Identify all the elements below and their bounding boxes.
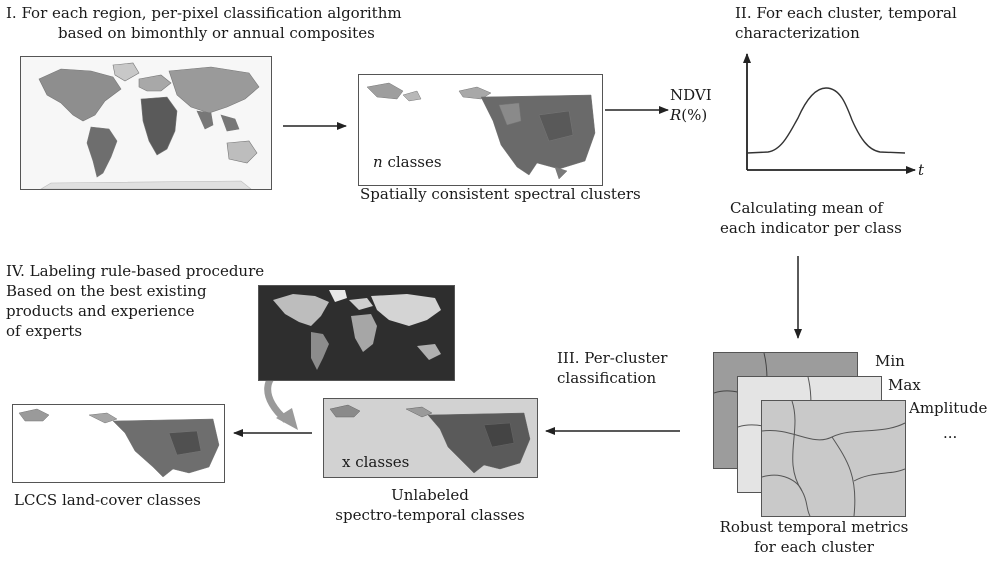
reflectance-unit: (%) [681,106,708,124]
step2-caption-line2: each indicator per class [720,219,902,237]
unlabeled-caption-line2: spectro-temporal classes [335,506,525,524]
step4-title-line1: IV. Labeling rule-based procedure [6,262,265,280]
time-variable: t [918,161,925,179]
step4-title-line2: Based on the best existing [6,282,207,300]
lccs-classes-panel [12,404,225,483]
time-axis-label: t [918,161,924,180]
world-map-composite [20,56,272,190]
lccs-caption: LCCS land-cover classes [14,491,201,509]
step3-title-line2: classification [557,369,657,387]
spectral-clusters-caption: Spatially consistent spectral clusters [360,185,641,203]
reflectance-variable: R [670,106,682,124]
reflectance-label: R(%) [670,106,707,125]
unlabeled-classes-panel: x classes [323,398,538,478]
step4-title-line4: of experts [6,322,83,340]
n-classes-label: n classes [373,153,442,172]
step2-title-line2: characterization [735,24,860,42]
step3-title-line1: III. Per-cluster [557,349,668,367]
ndvi-label: NDVI [670,86,712,104]
metric-max-label: Max [888,376,921,394]
ndvi-curve [746,87,906,154]
metric-amplitude-label: Amplitude [909,399,988,417]
step2-caption-line1: Calculating mean of [730,199,883,217]
x-classes-label: x classes [342,453,410,471]
reference-products-map [258,285,455,381]
metrics-caption-line1: Robust temporal metrics [719,518,909,536]
step2-title-line1: II. For each cluster, temporal [735,4,957,22]
step1-title-line1: I. For each region, per-pixel classifica… [6,4,402,22]
n-classes-suffix: classes [382,153,442,171]
metrics-caption-line2: for each cluster [754,538,874,556]
n-variable: n [373,153,383,171]
metric-layer-amplitude [761,400,906,517]
step1-title-line2: based on bimonthly or annual composites [58,24,375,42]
metric-min-label: Min [875,352,905,370]
spectral-clusters-panel: n classes [358,74,603,186]
unlabeled-caption-line1: Unlabeled [391,486,469,504]
step4-title-line3: products and experience [6,302,195,320]
metric-ellipsis-label: ... [943,424,958,442]
